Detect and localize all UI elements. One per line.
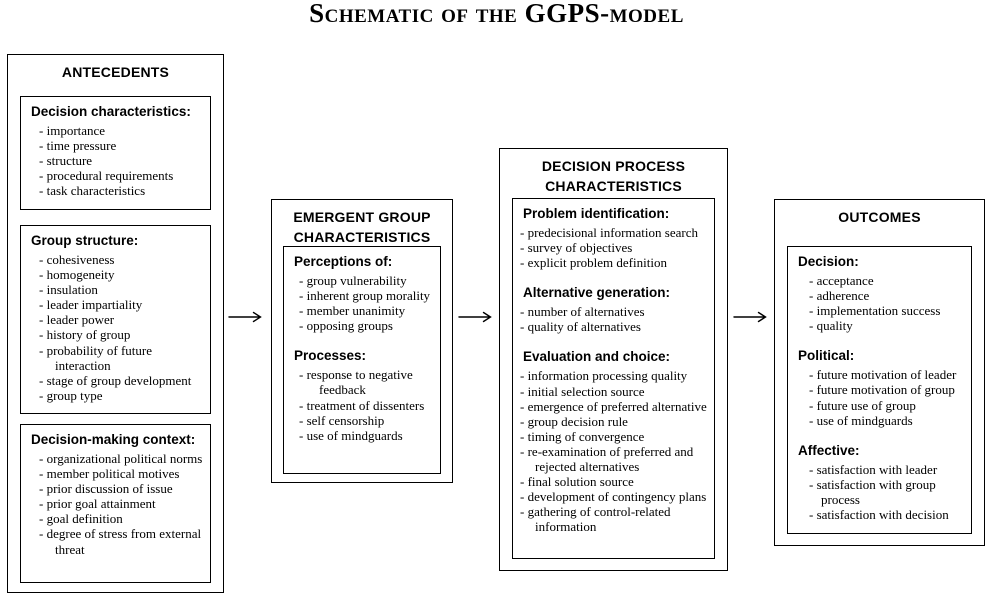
list-item: group type <box>21 388 208 403</box>
list-item: leader impartiality <box>21 297 208 312</box>
list-item: use of mindguards <box>284 428 438 443</box>
list-item: re-examination of preferred and rejected… <box>513 444 712 474</box>
group-structure-heading: Group structure: <box>31 233 139 248</box>
outcomes-panel: OUTCOMES Decision: acceptanceadherenceim… <box>774 199 985 546</box>
list-item: satisfaction with group process <box>788 477 969 507</box>
decision-characteristics-heading: Decision characteristics: <box>31 104 191 119</box>
list-item: task characteristics <box>21 183 208 198</box>
group-structure-list: cohesivenesshomogeneityinsulationleader … <box>21 252 210 403</box>
list-item: insulation <box>21 282 208 297</box>
emergent-group-panel: EMERGENT GROUP CHARACTERISTICS Perceptio… <box>271 199 453 483</box>
decision-outcomes-heading: Decision: <box>798 254 859 269</box>
processes-list: response to negative feedbacktreatment o… <box>284 367 440 442</box>
diagram-title: Schematic of the GGPS-model <box>309 0 684 28</box>
list-item: satisfaction with decision <box>788 507 969 522</box>
flow-arrow-icon <box>733 311 767 323</box>
flow-arrow-icon <box>228 311 262 323</box>
flow-arrow-icon <box>458 311 492 323</box>
alternative-generation-list: number of alternativesquality of alterna… <box>513 304 714 334</box>
list-item: final solution source <box>513 474 712 489</box>
list-item: emergence of preferred alternative <box>513 399 712 414</box>
list-item: stage of group development <box>21 373 208 388</box>
list-item: structure <box>21 153 208 168</box>
list-item: quality of alternatives <box>513 319 712 334</box>
list-item: degree of stress from external threat <box>21 526 208 556</box>
list-item: cohesiveness <box>21 252 208 267</box>
list-item: member unanimity <box>284 303 438 318</box>
decision-making-context-box: Decision-making context: organizational … <box>20 424 211 583</box>
decision-outcomes-list: acceptanceadherenceimplementation succes… <box>788 273 971 333</box>
alternative-generation-heading: Alternative generation: <box>523 285 671 301</box>
list-item: implementation success <box>788 303 969 318</box>
processes-heading: Processes: <box>294 348 367 364</box>
list-item: prior discussion of issue <box>21 481 208 496</box>
decision-making-context-list: organizational political normsmember pol… <box>21 451 210 557</box>
list-item: prior goal attainment <box>21 496 208 511</box>
list-item: acceptance <box>788 273 969 288</box>
list-item: importance <box>21 123 208 138</box>
list-item: opposing groups <box>284 318 438 333</box>
list-item: member political motives <box>21 466 208 481</box>
group-structure-box: Group structure: cohesivenesshomogeneity… <box>20 225 211 414</box>
list-item: future use of group <box>788 398 969 413</box>
problem-identification-list: predecisional information searchsurvey o… <box>513 225 714 270</box>
emergent-group-header: EMERGENT GROUP CHARACTERISTICS <box>293 209 431 245</box>
antecedents-panel: ANTECEDENTS Decision characteristics: im… <box>7 54 224 593</box>
list-item: information processing quality <box>513 368 712 383</box>
list-item: future motivation of leader <box>788 367 969 382</box>
evaluation-and-choice-heading: Evaluation and choice: <box>523 349 671 365</box>
list-item: goal definition <box>21 511 208 526</box>
list-item: time pressure <box>21 138 208 153</box>
problem-identification-heading: Problem identification: <box>523 206 670 221</box>
decision-process-header: DECISION PROCESS CHARACTERISTICS <box>541 158 686 194</box>
list-item: history of group <box>21 327 208 342</box>
antecedents-header: ANTECEDENTS <box>61 64 170 80</box>
list-item: timing of convergence <box>513 429 712 444</box>
list-item: quality <box>788 318 969 333</box>
list-item: treatment of dissenters <box>284 398 438 413</box>
decision-process-panel: DECISION PROCESS CHARACTERISTICS Problem… <box>499 148 728 571</box>
list-item: group decision rule <box>513 414 712 429</box>
list-item: group vulnerability <box>284 273 438 288</box>
list-item: number of alternatives <box>513 304 712 319</box>
evaluation-and-choice-list: information processing qualityinitial se… <box>513 368 714 534</box>
list-item: adherence <box>788 288 969 303</box>
decision-making-context-heading: Decision-making context: <box>31 432 196 447</box>
affective-outcomes-heading: Affective: <box>798 442 860 458</box>
list-item: probability of future interaction <box>21 343 208 373</box>
outcomes-header: OUTCOMES <box>838 209 921 225</box>
list-item: development of contingency plans <box>513 489 712 504</box>
list-item: predecisional information search <box>513 225 712 240</box>
list-item: organizational political norms <box>21 451 208 466</box>
list-item: explicit problem definition <box>513 255 712 270</box>
decision-process-box: Problem identification: predecisional in… <box>512 198 715 559</box>
list-item: satisfaction with leader <box>788 462 969 477</box>
list-item: future motivation of group <box>788 382 969 397</box>
list-item: use of mindguards <box>788 413 969 428</box>
affective-outcomes-list: satisfaction with leadersatisfaction wit… <box>788 462 971 522</box>
perceptions-heading: Perceptions of: <box>294 254 393 269</box>
list-item: survey of objectives <box>513 240 712 255</box>
list-item: inherent group morality <box>284 288 438 303</box>
list-item: initial selection source <box>513 384 712 399</box>
decision-characteristics-list: importancetime pressurestructureprocedur… <box>21 123 210 198</box>
list-item: gathering of control-related information <box>513 504 712 534</box>
decision-characteristics-box: Decision characteristics: importancetime… <box>20 96 211 210</box>
list-item: homogeneity <box>21 267 208 282</box>
political-outcomes-heading: Political: <box>798 348 855 364</box>
perceptions-list: group vulnerabilityinherent group morali… <box>284 273 440 333</box>
political-outcomes-list: future motivation of leaderfuture motiva… <box>788 367 971 427</box>
emergent-group-box: Perceptions of: group vulnerabilityinher… <box>283 246 441 474</box>
list-item: procedural requirements <box>21 168 208 183</box>
outcomes-box: Decision: acceptanceadherenceimplementat… <box>787 246 972 534</box>
list-item: self censorship <box>284 413 438 428</box>
list-item: leader power <box>21 312 208 327</box>
list-item: response to negative feedback <box>284 367 438 397</box>
